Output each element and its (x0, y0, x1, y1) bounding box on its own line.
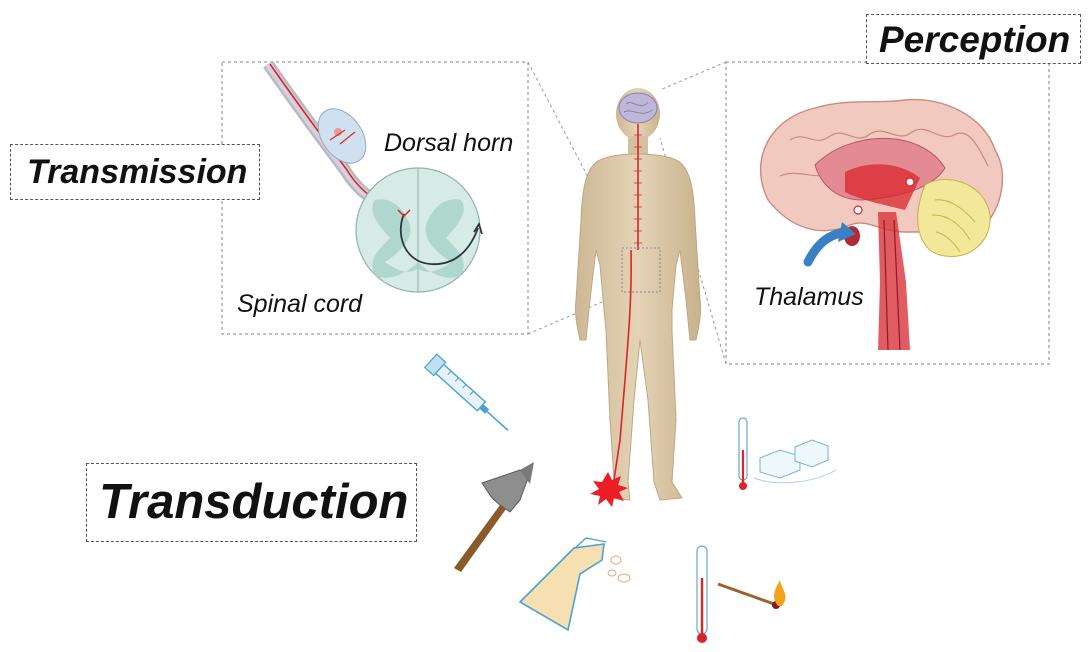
hammer-icon (454, 462, 534, 572)
chemical-flask-icon (520, 538, 630, 630)
perception-label: Perception (866, 14, 1081, 64)
dorsal-horn-label: Dorsal horn (384, 131, 513, 156)
thermometer-hot-icon (697, 546, 707, 643)
brain-inset (726, 62, 1049, 364)
transmission-label: Transmission (10, 144, 260, 200)
spinal-cord-label: Spinal cord (237, 292, 362, 317)
thermometer-icon (739, 418, 747, 490)
transduction-label: Transduction (86, 463, 417, 542)
thalamus-label: Thalamus (754, 285, 864, 310)
ice-cubes-icon (754, 440, 836, 483)
syringe-icon (425, 354, 514, 437)
human-figure (575, 88, 700, 500)
burning-match-icon (718, 580, 785, 609)
